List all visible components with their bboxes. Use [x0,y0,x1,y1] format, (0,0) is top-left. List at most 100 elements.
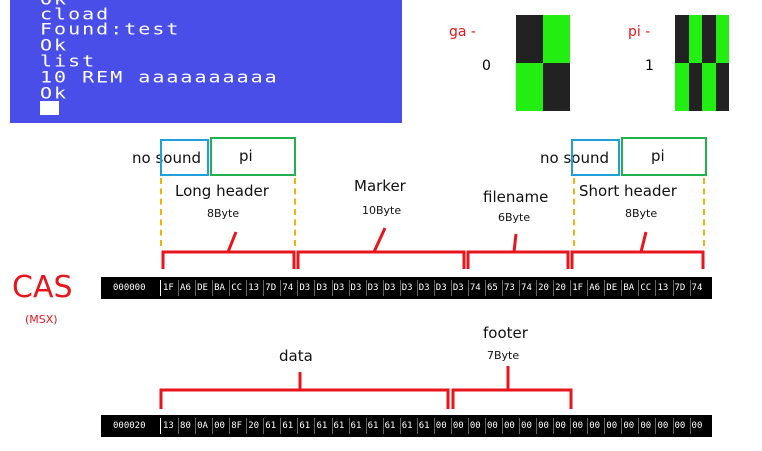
marker-label: Marker [354,177,406,195]
marker-size: 10Byte [362,204,402,217]
marker-bracket [296,227,466,269]
signal-ga-value: 0 [482,58,491,74]
hex-byte: 00 [640,421,652,431]
hex-separator [246,280,248,296]
hex-byte: D3 [384,283,396,293]
hex-byte: 61 [384,421,396,431]
hex-separator [416,280,418,296]
msx-line: Ok [40,34,69,55]
signal-pi-value: 1 [645,58,654,74]
signal-ga-label: ga - [449,24,476,40]
hex-separator [587,418,589,434]
hex-separator [348,418,350,434]
msx-line: Ok [40,82,69,103]
hex-separator [195,418,197,434]
hex-separator [553,418,555,434]
hex-separator [519,418,521,434]
hex-byte: 00 [657,421,669,431]
hex-separator [212,418,214,434]
data-label: data [279,347,313,365]
hex-separator [195,280,197,296]
hex-separator [536,418,538,434]
hex-separator [263,280,265,296]
hex-separator [484,280,486,296]
hex-byte: BA [214,283,225,293]
signal-pi-label: pi - [628,24,651,40]
hex-separator [178,280,180,296]
hex-separator [314,418,316,434]
hex-separator [655,418,657,434]
msx-line: Found:test [40,18,181,39]
hex-separator [331,418,333,434]
hex-byte: D3 [350,283,362,293]
hex-byte: 0A [197,421,208,431]
hex-separator [502,280,503,296]
short-header-size: 8Byte [625,207,658,220]
hex-byte: 00 [521,421,532,431]
hex-byte: 13 [163,421,174,431]
short-header-label: Short header [579,182,677,200]
hex-separator [604,280,606,296]
hex-byte: 61 [333,421,345,431]
hex-separator [433,280,435,296]
no-sound-label-2: no sound [540,149,609,167]
footer-size: 7Byte [487,349,520,362]
hex-separator [604,418,606,434]
hex-separator [689,280,691,296]
data-bracket [159,372,450,409]
hex-byte: 61 [401,421,413,431]
hex-byte: D3 [299,283,311,293]
hex-separator [297,418,299,434]
hex-byte: BA [623,283,635,293]
hex-separator [229,418,231,434]
long-header-label: Long header [175,182,269,200]
hex-byte: D3 [401,283,413,293]
hex-byte: 7D [674,283,686,293]
hex-separator [331,280,333,296]
hex-separator [672,280,674,296]
hex-byte: A6 [180,283,191,293]
hex-byte: 8F [231,421,243,431]
short-header-bracket [570,231,705,269]
pi-label-2: pi [651,147,665,165]
long-header-end-marker [294,178,296,246]
no-sound-box-2 [571,139,620,176]
hex-byte: D3 [333,283,345,293]
hex-byte: 00 [214,421,225,431]
hex-byte: 00 [538,421,549,431]
hex-separator [621,418,623,434]
hex-byte: 65 [486,283,498,293]
hex-byte: D3 [367,283,379,293]
hex-byte: 20 [555,283,566,293]
hex-byte: CC [231,283,243,293]
hex-separator [382,418,384,434]
hex-byte: 73 [504,283,515,293]
hex-byte: 74 [469,283,481,293]
hex-byte: 61 [367,421,379,431]
hex-byte: 61 [299,421,311,431]
hex-byte: 74 [282,283,294,293]
hex-separator [502,418,503,434]
long-header-bracket [161,231,296,269]
hex-byte: 7D [265,283,277,293]
hex-byte: 61 [418,421,430,431]
hex-separator [263,418,265,434]
msx-line: list [40,50,97,71]
msx-cursor [40,101,59,115]
hex-byte: 00 [452,421,464,431]
hex-byte: 80 [180,421,191,431]
hex-separator [587,280,589,296]
hex-byte: 13 [657,283,669,293]
hex-byte: 00 [691,421,703,431]
hex-separator [348,280,350,296]
no-sound-label-1: no sound [132,149,201,167]
hex-byte: DE [197,283,208,293]
signal-pi-waveform [675,15,729,111]
pi-box-1 [210,137,296,176]
hex-byte: 00 [555,421,566,431]
hex-byte: D3 [418,283,430,293]
filename-label: filename [483,188,549,206]
